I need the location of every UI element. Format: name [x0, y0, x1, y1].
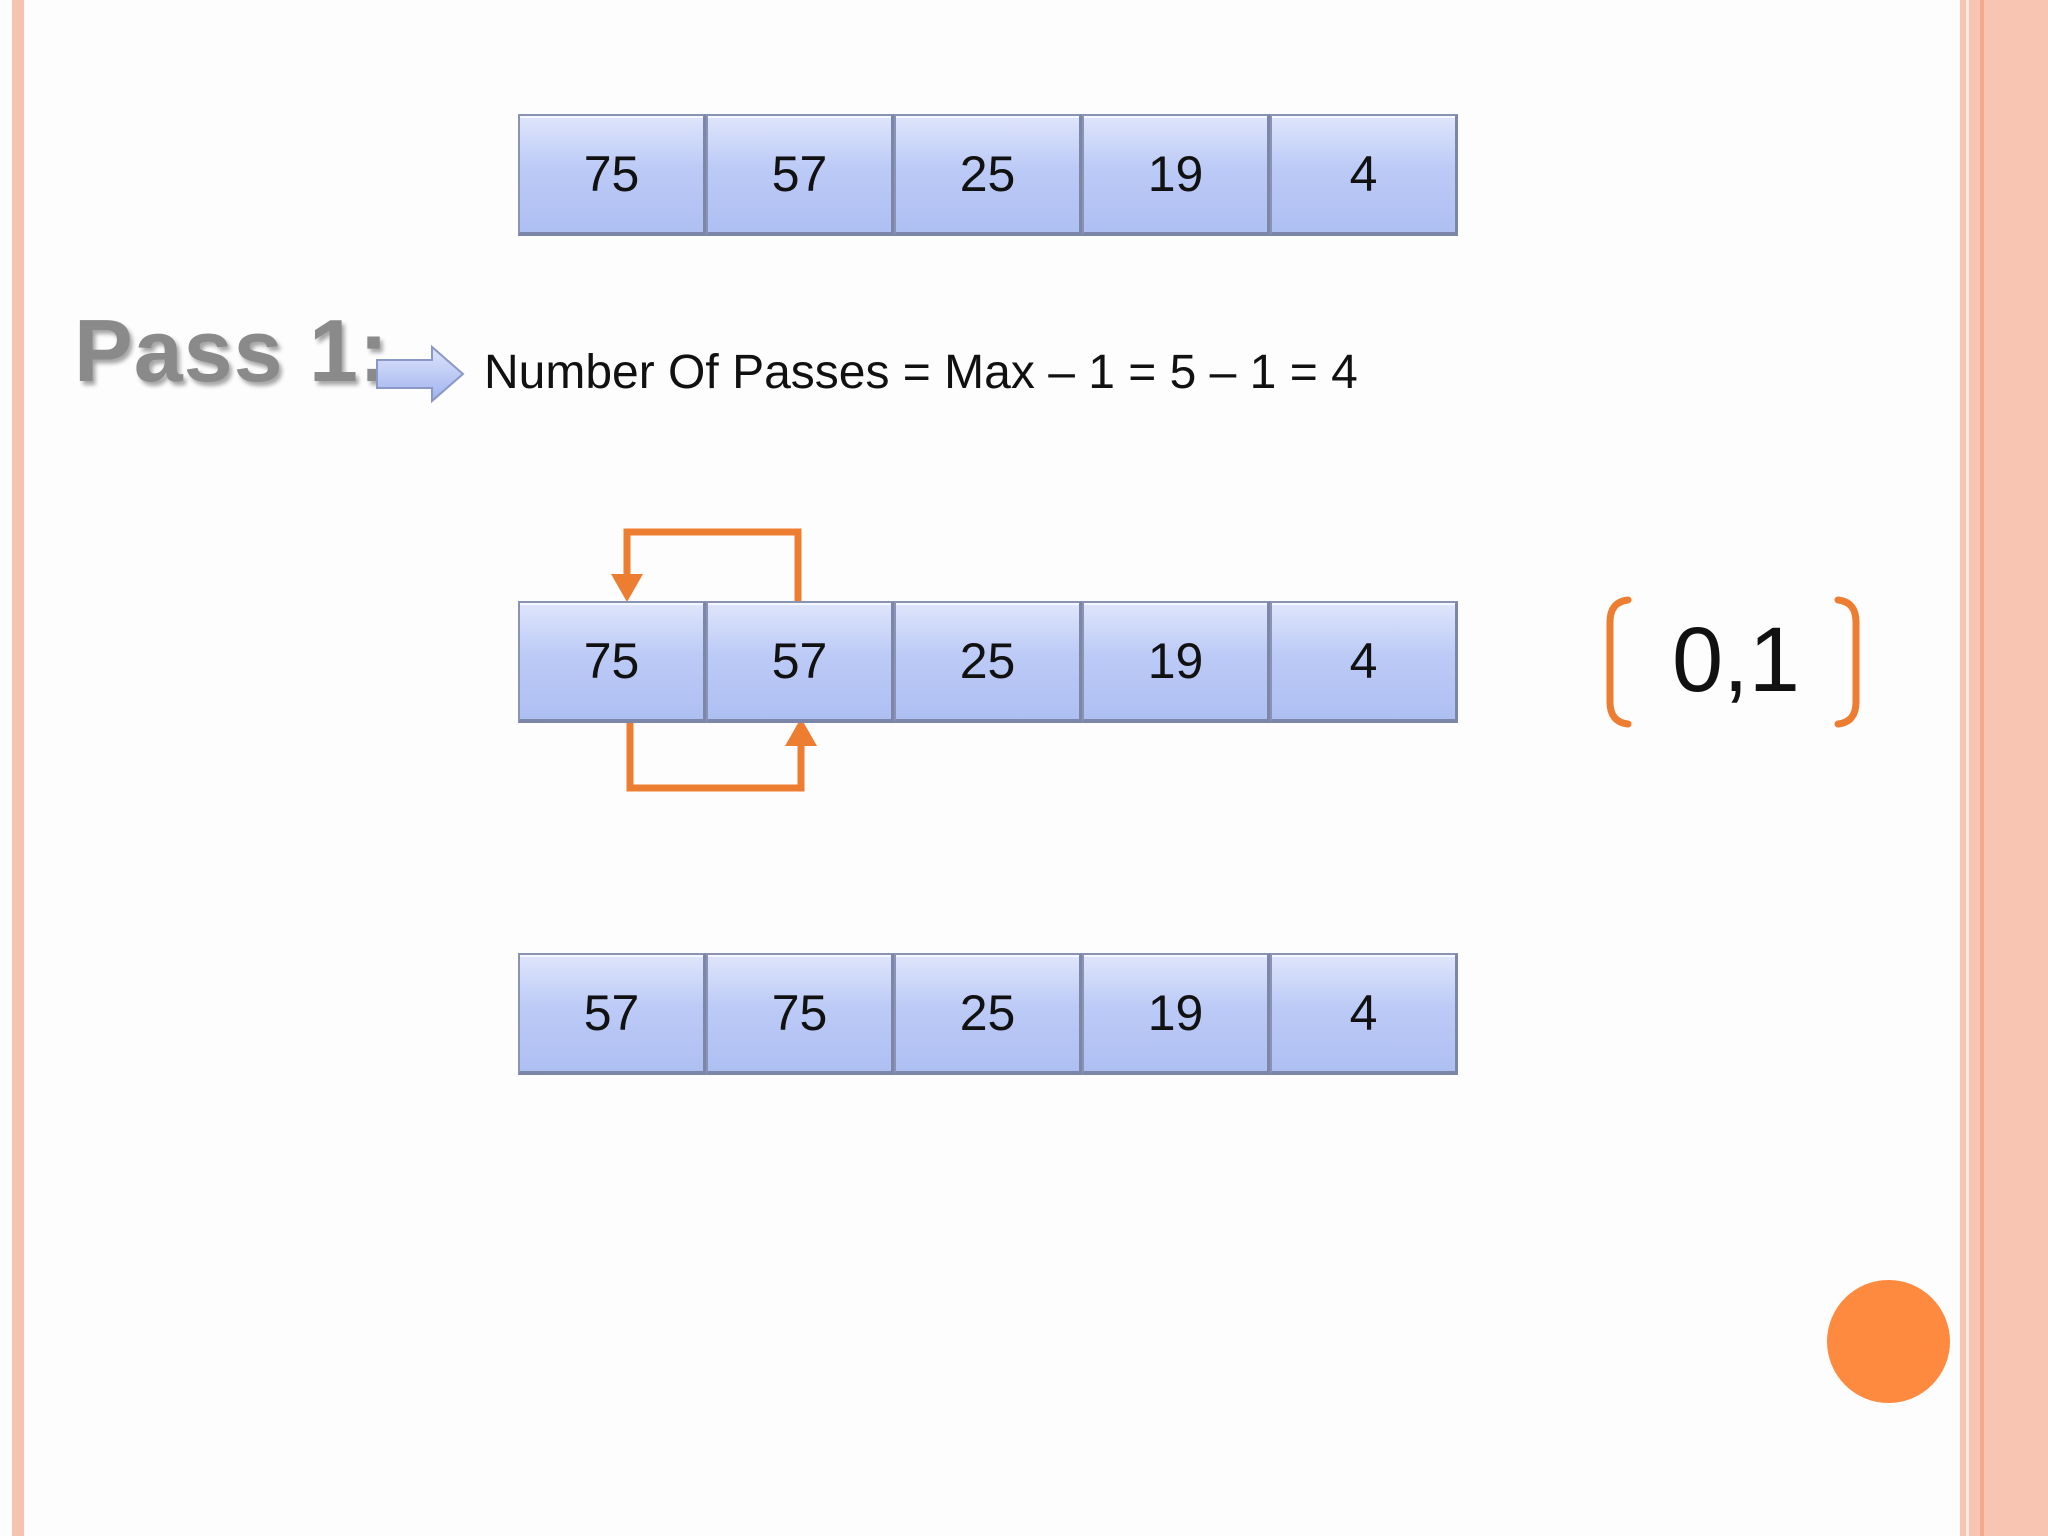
array-cell: 75 — [706, 953, 894, 1075]
array-cell: 25 — [894, 114, 1082, 236]
pass-title: Pass 1: — [74, 301, 390, 400]
right-arrow-icon — [376, 344, 465, 404]
array-cell: 75 — [518, 114, 706, 236]
array-cell: 19 — [1082, 114, 1270, 236]
array-row-comparing: 75 57 25 19 4 — [518, 601, 1458, 723]
array-row-result: 57 75 25 19 4 — [518, 953, 1458, 1075]
array-cell: 57 — [518, 953, 706, 1075]
bracket-icon — [1606, 596, 1860, 728]
array-row-initial: 75 57 25 19 4 — [518, 114, 1458, 236]
array-cell: 57 — [706, 114, 894, 236]
array-cell: 25 — [894, 601, 1082, 723]
array-cell: 19 — [1082, 953, 1270, 1075]
array-cell: 75 — [518, 601, 706, 723]
right-decorative-band — [1960, 0, 2048, 1536]
passes-formula: Number Of Passes = Max – 1 = 5 – 1 = 4 — [484, 346, 1358, 399]
compared-indices: 0,1 — [1672, 609, 1800, 711]
array-cell: 25 — [894, 953, 1082, 1075]
array-cell: 57 — [706, 601, 894, 723]
array-cell: 4 — [1270, 114, 1458, 236]
orange-circle-decoration — [1827, 1280, 1950, 1403]
array-cell: 19 — [1082, 601, 1270, 723]
left-decorative-stripe — [12, 0, 24, 1536]
array-cell: 4 — [1270, 953, 1458, 1075]
array-cell: 4 — [1270, 601, 1458, 723]
